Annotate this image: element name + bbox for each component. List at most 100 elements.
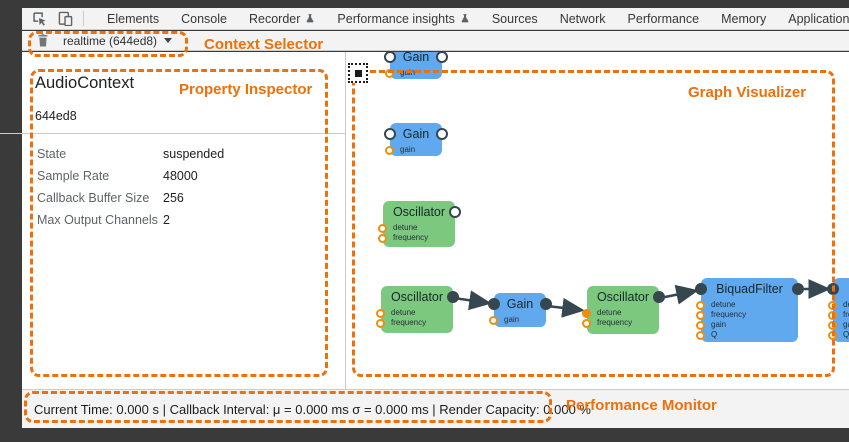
devtools-tabbar: Elements Console Recorder Performance insig… [22,8,849,30]
param-detune: detune [376,308,453,318]
trash-icon[interactable] [37,33,53,48]
graph-edge [453,290,492,311]
context-selector-dropdown[interactable]: realtime (644ed8) [63,33,173,48]
context-selector-value: realtime (644ed8) [63,33,158,48]
param-gain: gain [385,68,442,78]
param-port [696,330,705,340]
audiocontext-title: AudioContext [35,74,135,92]
param-port [696,320,705,330]
audio-node-gain-mid[interactable]: Gain gain [384,123,448,156]
tab-label: Console [181,11,227,26]
property-label: Sample Rate [37,169,110,183]
node-title: BiquadFilter [827,278,849,298]
performance-monitor-bar: Current Time: 0.000 s | Callback Interva… [22,389,849,428]
property-value: 256 [163,191,184,205]
param-detune: detune [378,223,455,233]
param-detune: detune [828,300,849,310]
param-frequency: frequency [582,318,659,328]
param-frequency: frequency [378,233,455,243]
tab-label: Performance insights [337,11,455,26]
flask-icon [307,14,314,23]
output-port [436,52,448,63]
param-Q: Q [696,330,798,340]
param-port [828,320,837,330]
param-port [582,308,591,318]
input-port [384,52,396,63]
node-title: Gain [384,52,448,66]
tab-label: Application [788,11,849,26]
performance-stats-text: Current Time: 0.000 s | Callback Interva… [34,401,591,417]
toolbar-icon-group [22,11,96,27]
param-port [385,68,394,78]
param-gain: gain [696,320,798,330]
tab-strip: Elements Console Recorder Performance insig… [96,8,849,29]
input-port [827,283,839,295]
tab-network[interactable]: Network [549,8,617,29]
tab-application[interactable]: Application [777,8,849,29]
graph-edge [546,297,585,318]
device-toolbar-icon[interactable] [57,11,74,27]
toolbar-separator [83,11,84,26]
param-gain: gain [828,320,849,330]
param-frequency: frequency [828,310,849,320]
output-port [447,291,459,303]
tab-performance[interactable]: Performance [617,8,711,29]
param-port [376,308,385,318]
input-port [488,298,500,310]
graph-edge [659,284,699,305]
output-port [792,283,804,295]
param-port [696,310,705,320]
tab-memory[interactable]: Memory [710,8,777,29]
input-port [695,283,707,295]
inspector-divider [0,133,345,134]
param-port [696,300,705,310]
param-port [378,233,387,243]
param-port [828,310,837,320]
context-toolbar: realtime (644ed8) [22,31,849,51]
tab-performance-insights[interactable]: Performance insights [326,8,480,29]
param-frequency: frequency [696,310,798,320]
param-gain: gain [489,315,546,325]
param-port [376,318,385,328]
tab-console[interactable]: Console [170,8,238,29]
tab-sources[interactable]: Sources [481,8,549,29]
property-row: Callback Buffer Size 256 [37,187,337,209]
tab-label: Recorder [248,11,301,26]
audio-node-gain-top[interactable]: Gain gain [384,52,448,79]
panel-divider[interactable] [345,52,346,389]
tab-label: Performance [627,11,700,26]
chevron-down-icon [164,38,173,43]
node-title: Oscillator [381,286,459,306]
param-Q: Q [828,330,849,340]
tab-elements[interactable]: Elements [96,8,170,29]
param-gain: gain [385,145,442,155]
tab-label: Sources [491,11,538,26]
node-title: BiquadFilter [695,278,804,298]
param-list: gain [489,313,546,325]
node-title: Oscillator [587,286,665,306]
param-port [828,330,837,340]
param-port [385,145,394,155]
flask-icon [461,14,469,23]
node-title: Gain [384,123,448,143]
param-port [582,318,591,328]
tab-label: Network [559,11,606,26]
node-title: Oscillator [383,201,461,221]
inspect-element-icon[interactable] [31,11,48,27]
property-label: Callback Buffer Size [37,191,150,205]
tab-recorder[interactable]: Recorder [238,8,326,29]
